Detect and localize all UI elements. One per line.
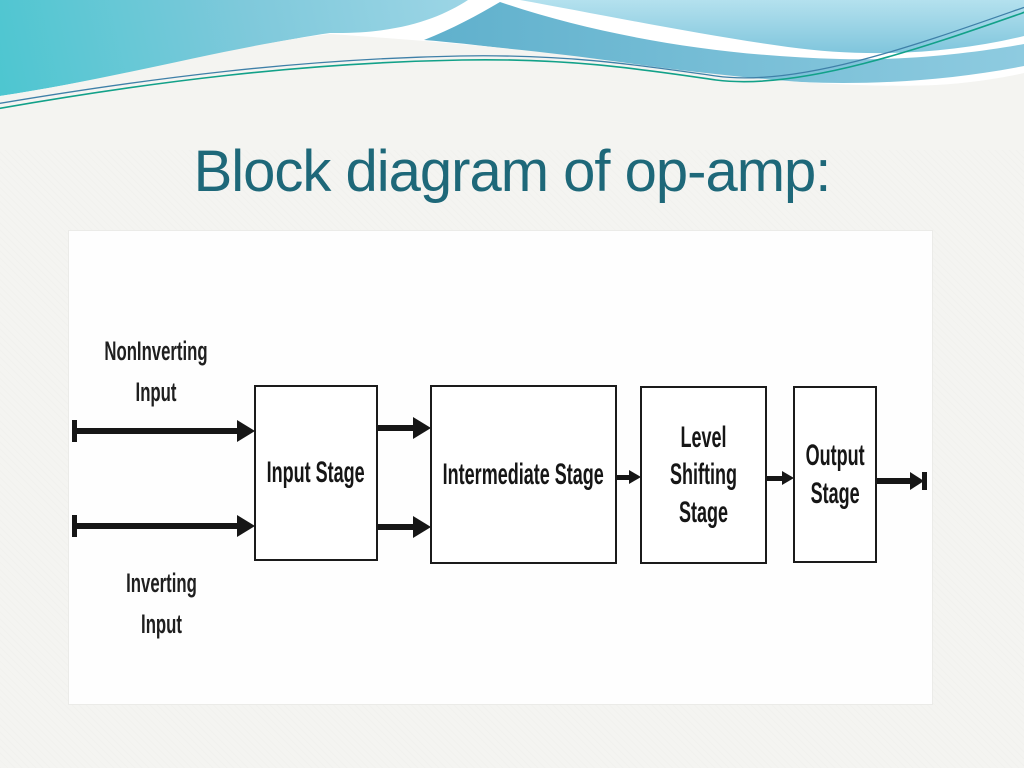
block-level-shifting-stage: Level Shifting Stage [640, 386, 767, 564]
arrow-input-to-intermediate-top [378, 417, 431, 439]
label-noninverting-input-text: NonInverting Input [104, 336, 208, 407]
wave-backdrop [0, 0, 1024, 150]
block-input-stage-label: Input Stage [266, 456, 366, 490]
arrow-noninverting-input [72, 420, 255, 442]
arrow-levelshifting-to-output [767, 471, 794, 485]
wave-middle-blue-wedge [424, 2, 1024, 83]
block-output-stage-label: Output Stage [805, 439, 865, 510]
arrow-inverting-input [72, 515, 255, 537]
block-output-stage: Output Stage [793, 386, 877, 563]
label-noninverting-input: NonInverting Input [97, 331, 215, 412]
diagram-panel: NonInverting Input Inverting Input Input… [68, 230, 933, 705]
wave-left-blue-mass [0, 0, 468, 96]
slide-title: Block diagram of op-amp: [193, 139, 832, 204]
wave-right-blue-mass [520, 0, 1024, 54]
wave-white-hill [0, 34, 1024, 150]
arrow-input-to-intermediate-bottom [378, 516, 431, 538]
diagram-arrows [72, 417, 927, 538]
wave-thin-line-green [0, 11, 1024, 110]
wave-thin-line-blue [0, 6, 1024, 104]
label-inverting-input-text: Inverting Input [126, 568, 197, 639]
block-intermediate-stage: Intermediate Stage [430, 385, 617, 564]
arrow-intermediate-to-levelshifting [617, 470, 641, 484]
block-input-stage: Input Stage [254, 385, 378, 561]
arrow-output-terminal [877, 472, 927, 490]
block-level-shifting-stage-label: Level Shifting Stage [670, 420, 737, 529]
header-wave-decoration [0, 0, 1024, 150]
label-inverting-input: Inverting Input [104, 563, 219, 644]
block-intermediate-stage-label: Intermediate Stage [442, 457, 605, 491]
